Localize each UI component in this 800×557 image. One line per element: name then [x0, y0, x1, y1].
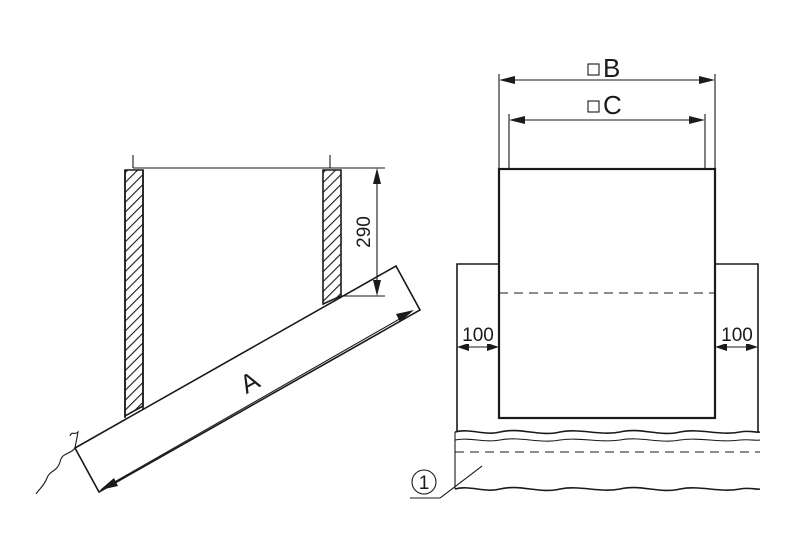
flashing-right [715, 263, 759, 432]
dim-100-left-bg [460, 324, 496, 344]
roof-top-edge [454, 429, 761, 435]
dim-a-arrow-upper [396, 310, 414, 322]
right-wall-hatched [322, 169, 342, 306]
dim-100-right-bg [718, 324, 756, 344]
callout-1-label: 1 [419, 473, 430, 494]
roof-second-edge [454, 438, 761, 442]
inclined-slab [73, 264, 422, 494]
dim-a-arrow-lower [100, 478, 118, 490]
flashing-left [456, 263, 499, 432]
circled-number-icon [411, 469, 437, 495]
roof-bottom-edge [454, 486, 761, 492]
break-line [35, 447, 76, 495]
side-view: 290 A [35, 155, 422, 495]
front-view: B C 100 100 1 [410, 53, 761, 499]
square-dimension-icon [587, 63, 600, 76]
dim-a-line [103, 312, 411, 489]
callout-leader [439, 465, 483, 499]
dim-c-label: C [603, 90, 622, 120]
left-wall-hatched [124, 169, 144, 418]
dim-b-arrow-right [699, 76, 715, 84]
dim-100-right-label: 100 [721, 325, 753, 346]
dim-100-left-arrow-a [457, 343, 469, 351]
dim-b-label: B [603, 53, 620, 83]
dim-100-left-label: 100 [462, 325, 494, 346]
dim-100-right-arrow-a [715, 343, 727, 351]
square-dimension-icon [587, 100, 600, 113]
dim-a-label: A [235, 364, 265, 399]
dim-c-arrow-left [509, 116, 525, 124]
dim-290-arrow-top [373, 168, 381, 184]
dim-100-right-arrow-b [746, 343, 758, 351]
dim-290-arrow-bottom [373, 280, 381, 296]
dim-b-arrow-left [499, 76, 515, 84]
dim-c-arrow-right [689, 116, 705, 124]
break-line-tick [69, 430, 79, 449]
dim-100-left-arrow-b [487, 343, 499, 351]
dim-290-label: 290 [354, 216, 375, 248]
